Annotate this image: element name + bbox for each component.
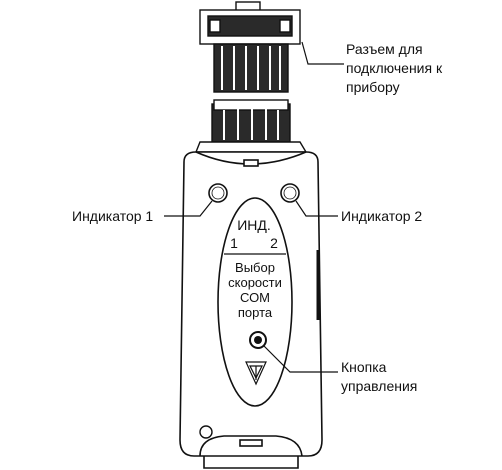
label-panel-oval — [217, 197, 293, 407]
panel-speed-line-4: порта — [238, 305, 273, 320]
control-button-center — [254, 336, 262, 344]
connector-body — [213, 43, 289, 93]
connector-plug — [199, 1, 301, 93]
triangle-logo-icon — [245, 361, 267, 386]
indicator-2-leader — [295, 200, 338, 217]
indicator-2-callout-label: Индикатор 2 — [341, 208, 423, 224]
connector-head-inner — [207, 15, 293, 37]
indicator-2-led-inner — [283, 186, 297, 200]
panel-speed-line-1: Выбор — [235, 260, 275, 275]
panel-ind-2: 2 — [270, 235, 278, 251]
connector-leader — [301, 41, 344, 65]
connector-notch-left — [209, 19, 221, 33]
button-leader — [263, 345, 338, 373]
bottom-screw — [199, 425, 213, 439]
connector-callout-label: Разъем для подключения к прибору — [346, 41, 443, 95]
device-neck — [194, 141, 308, 153]
device-top-slot — [243, 159, 259, 167]
connector-pins — [211, 99, 291, 143]
panel-ind-label: ИНД. — [237, 217, 271, 233]
button-callout-label: Кнопка управления — [341, 359, 418, 394]
panel-speed-line-2: скорости — [228, 275, 282, 290]
device-bottom-slot — [239, 439, 263, 447]
panel-speed-line-3: СОМ — [240, 290, 270, 305]
indicator-1-led-inner — [211, 186, 225, 200]
device-bottom-arch — [199, 435, 303, 457]
connector-notch-right — [279, 19, 291, 33]
device-bottom-foot — [203, 456, 299, 469]
panel-ind-1: 1 — [230, 235, 238, 251]
indicator-1-leader — [164, 200, 213, 217]
indicator-1-callout-label: Индикатор 1 — [72, 208, 154, 224]
callout-lines — [164, 41, 344, 373]
